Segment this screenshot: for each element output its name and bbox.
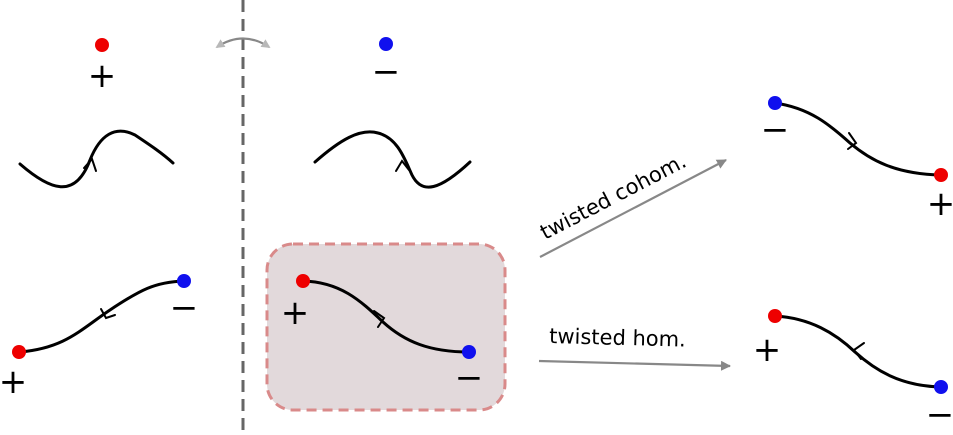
positive-point: [12, 345, 26, 359]
negative-point: [768, 96, 782, 110]
orientation-tick-icon: [83, 157, 97, 172]
negative-point: [177, 274, 191, 288]
plus-sign: +: [0, 362, 27, 402]
negative-point: [462, 345, 476, 359]
positive-point: [768, 309, 782, 323]
cohomology-arrow: twisted cohom.: [536, 149, 727, 258]
homology-label: twisted hom.: [549, 324, 686, 352]
plus-sign: +: [753, 330, 782, 370]
right-cohomology-path: − +: [761, 96, 953, 224]
minus-sign: −: [170, 288, 199, 328]
swap-arrow-icon: [215, 37, 271, 48]
minus-sign: −: [372, 52, 401, 92]
positive-point: [934, 168, 948, 182]
minus-sign: −: [761, 110, 790, 150]
plus-sign: +: [88, 56, 117, 96]
orientation-tick-icon: [395, 159, 410, 172]
left-loop-curve: [18, 129, 175, 189]
negative-point: [934, 380, 948, 394]
minus-sign: −: [926, 395, 953, 435]
right-homology-path: + −: [753, 309, 953, 435]
left-path-plus-to-minus: − +: [0, 274, 198, 402]
orientation-tick-icon: [847, 132, 858, 150]
orientation-tick-icon: [100, 308, 116, 320]
positive-point: [296, 274, 310, 288]
orientation-tick-icon: [373, 310, 386, 328]
plus-sign: +: [281, 293, 310, 333]
negative-point: [379, 37, 393, 51]
homology-arrow: twisted hom.: [538, 324, 731, 371]
plus-sign: +: [927, 184, 953, 224]
orientation-tick-icon: [852, 342, 865, 360]
cohomology-label: twisted cohom.: [536, 149, 690, 245]
positive-point: [95, 38, 109, 52]
minus-sign: −: [455, 358, 484, 398]
middle-point-charge: −: [372, 37, 401, 92]
left-point-charge: +: [88, 38, 117, 96]
highlighted-path-box: + −: [265, 242, 507, 412]
middle-loop-curve: [313, 130, 472, 189]
